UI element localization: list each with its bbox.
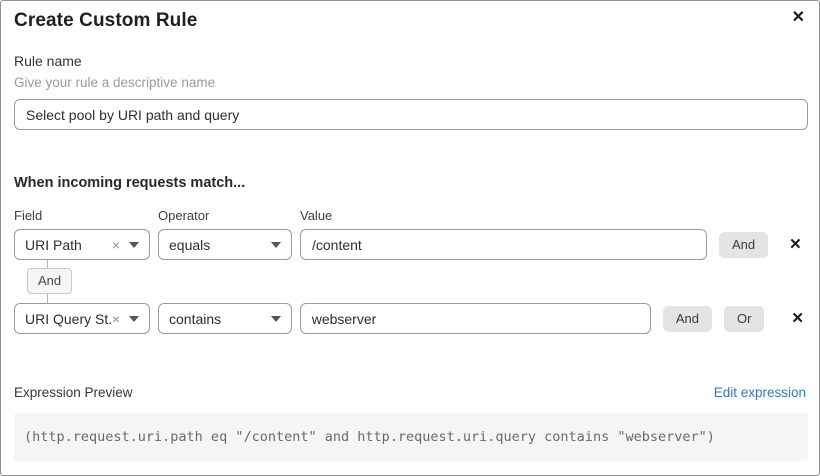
dialog-header: Create Custom Rule ✕ [14, 1, 806, 32]
match-section: When incoming requests match... Field Op… [14, 175, 806, 334]
value-column-label: Value [300, 208, 333, 223]
condition-row-2: URI Query St... × contains And Or ✕ [14, 303, 806, 334]
connector-line-bottom [47, 294, 48, 303]
and-button-row-2[interactable]: And [662, 305, 712, 332]
clear-icon[interactable]: × [111, 236, 120, 253]
field-select-2[interactable]: URI Query St... × [14, 303, 150, 334]
rule-name-input[interactable] [14, 99, 808, 130]
condition-connector: And [14, 260, 806, 303]
and-button-row-1[interactable]: And [719, 231, 769, 258]
clear-icon[interactable]: × [111, 310, 120, 327]
chevron-down-icon [129, 241, 139, 248]
dialog-title: Create Custom Rule [14, 10, 198, 31]
chevron-down-icon [270, 315, 281, 322]
value-input-1[interactable] [300, 229, 707, 260]
expression-preview-label: Expression Preview [14, 385, 133, 400]
expression-preview-section: Expression Preview Edit expression (http… [14, 385, 808, 461]
field-select-1-value: URI Path [25, 236, 82, 253]
expression-code-block: (http.request.uri.path eq "/content" and… [14, 413, 808, 461]
connector-line-top [47, 260, 48, 268]
close-icon[interactable]: ✕ [791, 9, 805, 26]
operator-select-1[interactable]: equals [158, 229, 292, 260]
delete-row-icon[interactable]: ✕ [789, 236, 802, 253]
field-select-2-value: URI Query St... [25, 310, 112, 327]
expression-text: (http.request.uri.path eq "/content" and… [24, 429, 715, 445]
rule-name-section: Rule name Give your rule a descriptive n… [14, 53, 808, 130]
match-heading: When incoming requests match... [14, 175, 246, 191]
value-input-2[interactable] [299, 303, 651, 334]
delete-row-icon[interactable]: ✕ [791, 310, 804, 327]
field-select-1[interactable]: URI Path × [14, 229, 150, 260]
rule-name-hint: Give your rule a descriptive name [14, 75, 216, 90]
operator-select-2[interactable]: contains [158, 303, 292, 334]
column-labels: Field Operator Value [14, 208, 806, 223]
operator-select-2-value: contains [169, 310, 222, 327]
or-button-row-2[interactable]: Or [723, 305, 765, 332]
condition-row-1: URI Path × equals And ✕ [14, 229, 806, 260]
chevron-down-icon [129, 315, 139, 322]
operator-select-1-value: equals [169, 236, 211, 253]
edit-expression-link[interactable]: Edit expression [713, 385, 806, 400]
connector-and-badge: And [27, 268, 73, 294]
rule-name-label: Rule name [14, 53, 82, 69]
field-column-label: Field [14, 208, 43, 223]
operator-column-label: Operator [158, 208, 210, 223]
chevron-down-icon [271, 241, 281, 248]
